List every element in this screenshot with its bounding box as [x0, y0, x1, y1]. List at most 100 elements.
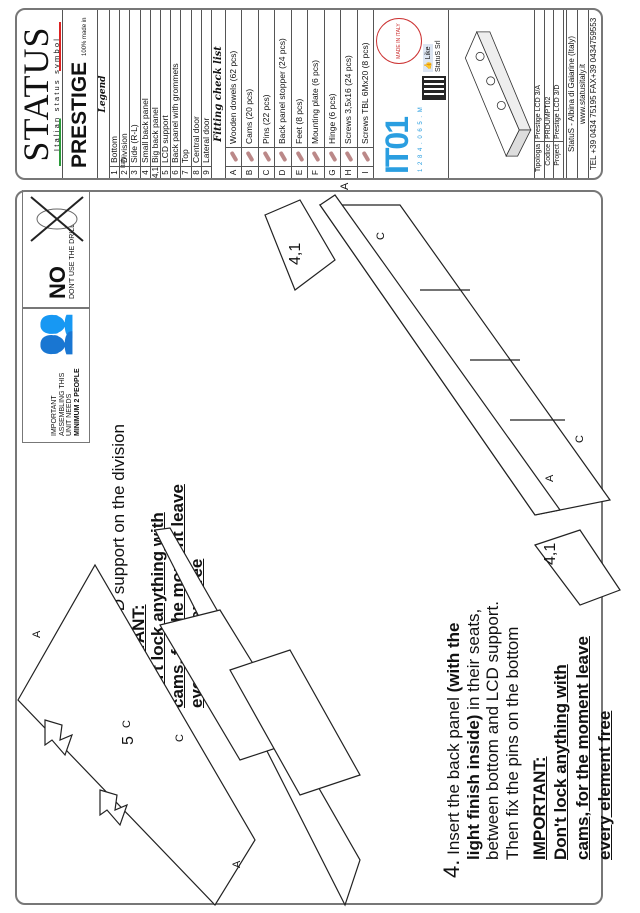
info-value: PRDUMPT02 — [544, 96, 552, 139]
fitting-label: Screws TBL 6Mx20 (8 pcs) — [359, 42, 370, 144]
legend-label: LCD support — [159, 115, 170, 163]
fitting-code: H — [341, 166, 357, 178]
fitting-part-icon — [275, 147, 291, 166]
product-3d-image — [449, 10, 536, 178]
step-number: 4. — [439, 859, 464, 878]
step-text-bold: light finish inside) — [463, 714, 483, 860]
fitting-label: Wooden dowels (62 pcs) — [227, 50, 238, 144]
title-block: STATUS Italian status symbol PRESTIGE 10… — [15, 8, 603, 180]
product-name: PRESTIGE 100% made in Italy — [63, 10, 127, 178]
fitting-part-icon — [225, 147, 242, 166]
warning-line: Don't lock anything with — [550, 664, 570, 860]
fitting-row: I Screws TBL 6Mx20 (8 pcs) — [357, 10, 375, 178]
fitting-code: C — [258, 166, 275, 178]
crossed-drill-icon — [30, 196, 84, 242]
legend-label: Bottom — [109, 136, 119, 163]
it01-logo: IT01 — [379, 117, 416, 174]
legend-label: Lateral door — [200, 117, 211, 163]
fitting-label: Pins (22 pcs) — [260, 94, 271, 144]
step-text: Then fix the pins on the bottom — [502, 626, 522, 860]
step-text: between bottom and LCD support. — [483, 601, 502, 860]
legend-label: Side (R-L) — [129, 124, 140, 163]
qr-code[interactable] — [422, 76, 447, 100]
warning-line: ASSEMBLING THIS — [58, 372, 66, 436]
legend-number: 6 — [171, 166, 181, 178]
info-key: Tipologia — [535, 141, 544, 178]
assembly-frame: IMPORTANT ASSEMBLING THIS UNIT NEEDS MIN… — [15, 190, 614, 905]
status-logo: STATUS Italian status symbol — [16, 10, 63, 178]
italian-flag-stripe — [59, 22, 61, 166]
legend-number: 3 — [130, 166, 140, 178]
fitting-part-icon — [324, 147, 341, 166]
fitting-part-icon — [242, 147, 258, 166]
info-value: Prestige LCD 3/A — [535, 84, 543, 139]
like-button[interactable]: 👍 Like — [423, 44, 434, 72]
fitting-code: D — [275, 166, 291, 178]
fitting-row: D Back panel stopper (24 pcs) — [275, 10, 292, 178]
warning-line: every element free — [594, 710, 614, 860]
company-name: StatuS - Albina di Gaiarine (Italy) — [566, 10, 578, 178]
warning-line: MINIMUM 2 PEOPLE — [73, 368, 81, 436]
fitting-label: Feet (8 pcs) — [293, 98, 304, 144]
two-people-icon: 👥 — [32, 312, 73, 357]
legend-label: Division — [119, 133, 130, 163]
fitting-code: G — [324, 166, 341, 178]
legend-number: 2 — [120, 166, 130, 178]
step-text: in their seats, — [463, 608, 483, 715]
brand-name: STATUS — [16, 26, 56, 162]
tv-unit-illustration — [465, 30, 532, 158]
step-text-bold: (with the — [444, 622, 463, 693]
no-drill-warning: NO DON'T USE THE DRILL — [22, 190, 90, 308]
step-text: Insert the back panel — [444, 692, 463, 855]
contact-info: TEL +39 0434 75195 FAX+39 0434759553 — [588, 17, 598, 171]
fitting-code: E — [291, 166, 308, 178]
fitting-title: Fitting check list — [211, 10, 226, 178]
important-label: IMPORTANT: — [530, 756, 549, 860]
fitting-part-icon — [341, 147, 357, 166]
legend-number: 5 — [160, 166, 171, 178]
fitting-row: F Mounting plate (6 pcs) — [308, 10, 325, 178]
legend-number: 4,1 — [150, 166, 160, 178]
website-link[interactable]: www.statusitaly.it — [577, 10, 589, 178]
fitting-row: C Pins (22 pcs) — [258, 10, 276, 178]
step-text: Fit the LCD support on the division — [109, 424, 128, 685]
fitting-code: B — [242, 166, 258, 178]
step-4-instructions: 4. Insert the back panel (with the light… — [439, 418, 616, 878]
certification-logos: IT01 1 2 8 4 . 0 6 5 . M MADE IN ITALY 👍… — [374, 10, 450, 178]
legend-label: Top — [180, 149, 191, 163]
fitting-code: A — [225, 166, 242, 178]
fitting-code: I — [357, 166, 374, 178]
info-key: Codice — [544, 141, 554, 178]
fitting-row: E Feet (8 pcs) — [291, 10, 309, 178]
fitting-label: Cams (20 pcs) — [244, 88, 255, 144]
warning-line: UNIT NEEDS — [66, 393, 73, 436]
step-number: 3. — [104, 689, 129, 708]
legend-label: Big back panel — [149, 107, 160, 163]
made-in-italy-seal: MADE IN ITALY — [376, 18, 423, 64]
legend-label: Small back panel — [139, 98, 150, 163]
info-row: Tipologia Prestige LCD 3/A — [535, 10, 545, 178]
fitting-label: Mounting plate (6 pcs) — [310, 59, 321, 144]
fitting-label: Back panel stopper (24 pcs) — [277, 38, 288, 144]
it01-code: 1 2 8 4 . 0 6 5 . M — [418, 106, 425, 172]
no-label: NO — [45, 266, 70, 299]
like-company: StatuS Srl — [435, 40, 443, 72]
fitting-table: A Wooden dowels (62 pcs) B Cams (20 pcs) C Pi… — [225, 10, 375, 178]
legend-number: 4 — [140, 166, 150, 178]
warning-line: IMPORTANT — [51, 395, 58, 436]
important-label: IMPORTANT: — [128, 604, 148, 708]
fitting-row: B Cams (20 pcs) — [242, 10, 259, 178]
info-row: Codice PRDUMPT02 — [544, 10, 555, 178]
step-3-instructions: 3. Fit the LCD support on the division I… — [104, 278, 207, 708]
warning-line: Don't lock anything with — [148, 512, 167, 708]
warning-line: cams, for the moment leave — [167, 484, 187, 708]
fitting-part-icon — [258, 147, 275, 166]
legend-label: Central door — [190, 116, 201, 163]
fitting-code: F — [308, 166, 324, 178]
legend-label: Back panel with grommets — [170, 63, 181, 163]
fitting-part-icon — [291, 147, 308, 166]
info-value: Prestige LCD 3/D — [554, 84, 562, 139]
